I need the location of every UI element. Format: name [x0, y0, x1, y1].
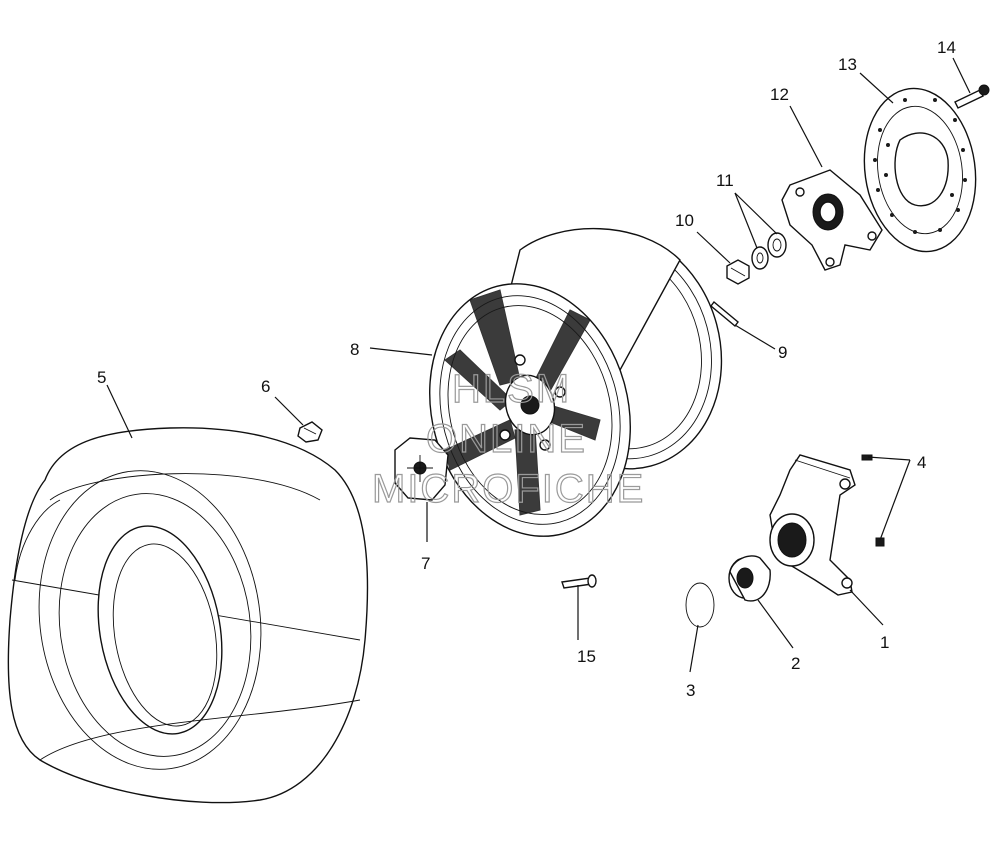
callout-3: 3	[686, 681, 695, 700]
watermark-line2: ONLINE	[426, 417, 587, 461]
callout-6: 6	[261, 377, 270, 396]
callout-8: 8	[350, 340, 359, 359]
lug-nut[interactable]	[297, 421, 323, 443]
cotter-pin[interactable]	[710, 300, 739, 328]
callout-1: 1	[880, 633, 889, 652]
screws[interactable]	[861, 454, 885, 547]
watermark: HLSM ONLINE MICROFICHE	[371, 366, 645, 511]
callout-14: 14	[937, 38, 956, 57]
watermark-line3: MICROFICHE	[372, 467, 645, 511]
callout-5: 5	[97, 368, 106, 387]
castle-nut[interactable]	[726, 259, 750, 285]
callout-9: 9	[778, 343, 787, 362]
center-cap[interactable]	[394, 437, 449, 501]
callout-13: 13	[838, 55, 857, 74]
callout-11: 11	[716, 171, 734, 190]
leader-lines	[106, 57, 971, 673]
callout-15: 15	[577, 647, 596, 666]
callout-12: 12	[770, 85, 789, 104]
brake-disc[interactable]	[854, 81, 986, 259]
callout-2: 2	[791, 654, 800, 673]
wheel-rim[interactable]	[402, 208, 747, 559]
bolt[interactable]	[954, 84, 990, 109]
callout-10: 10	[675, 211, 694, 230]
pin[interactable]	[561, 574, 597, 589]
bearing-carrier[interactable]	[769, 454, 856, 596]
bearing[interactable]	[728, 555, 771, 602]
hub[interactable]	[781, 169, 883, 271]
callout-4: 4	[917, 453, 926, 472]
watermark-line1: HLSM	[452, 367, 571, 411]
washers[interactable]	[751, 232, 787, 270]
tire[interactable]	[7, 427, 369, 804]
callout-7: 7	[421, 554, 430, 573]
snap-ring[interactable]	[685, 582, 715, 628]
callout-labels: 1 2 3 4 5 6 7 8 9 10 11 12 13 14 15	[97, 38, 956, 700]
